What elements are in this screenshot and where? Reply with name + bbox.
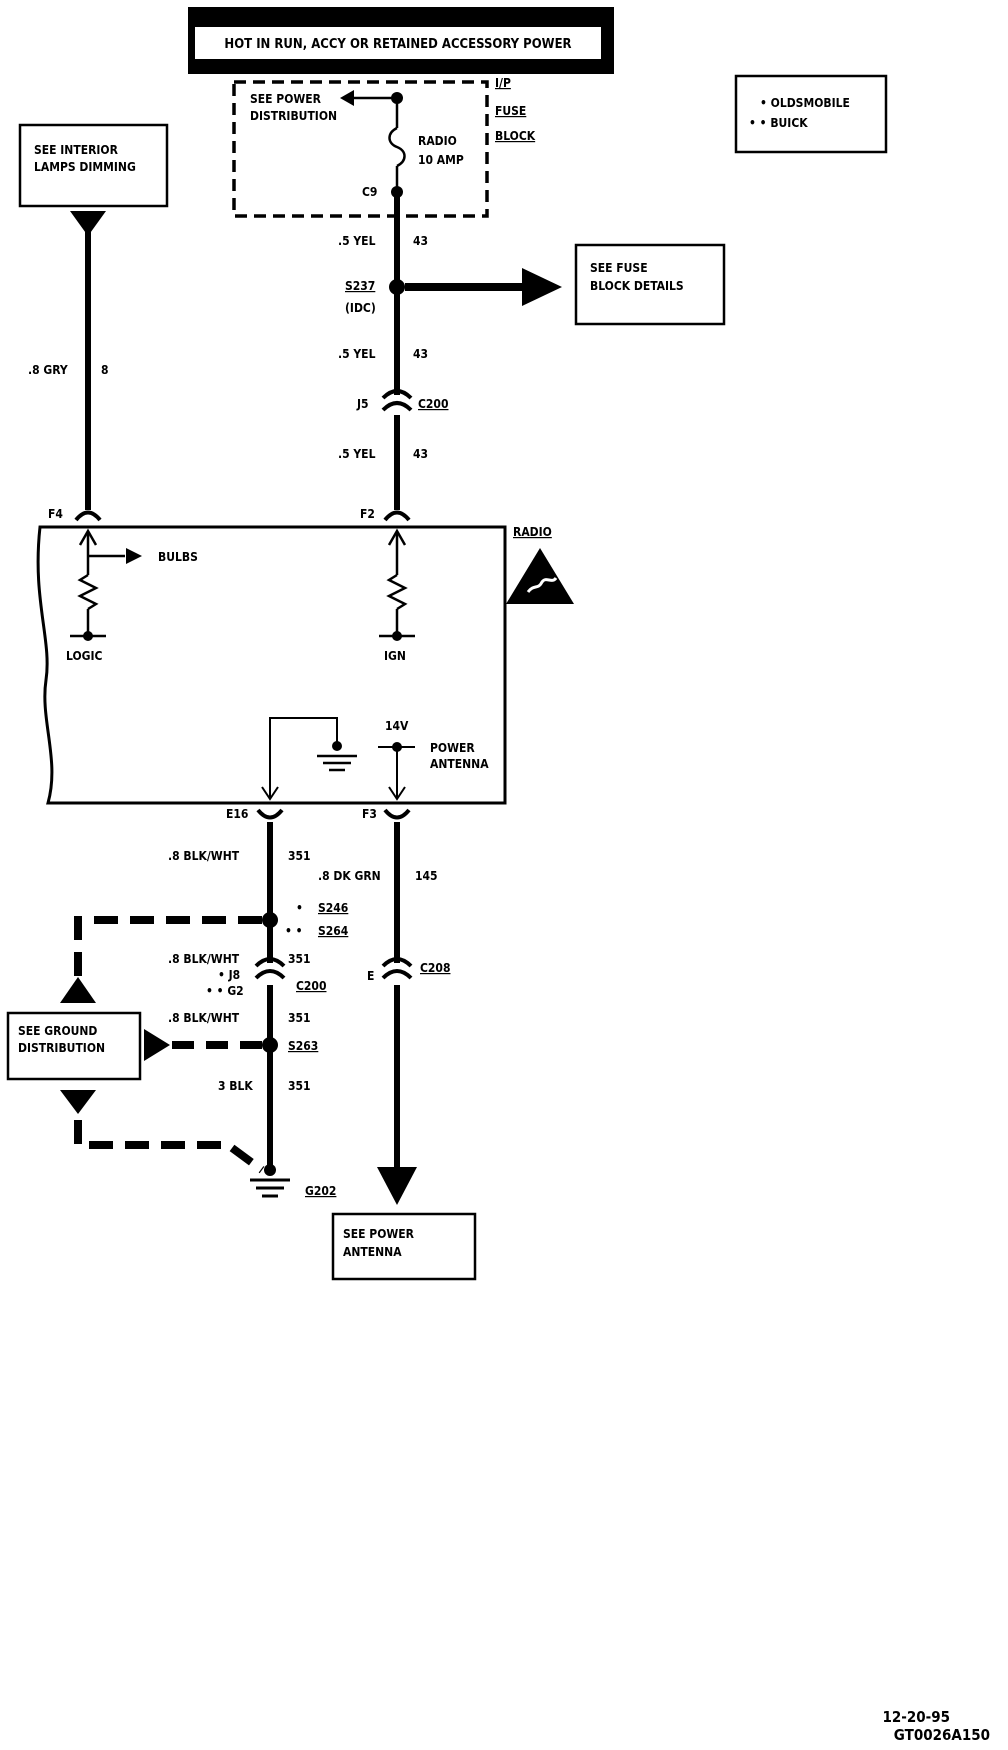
radio-component: RADIO BULBS LOGIC IGN — [36, 525, 574, 805]
interior-2: LAMPS DIMMING — [34, 160, 136, 174]
g202-label: G202 — [305, 1184, 336, 1198]
see-power-distribution-2: DISTRIBUTION — [250, 109, 337, 123]
bulbs-label: BULBS — [158, 550, 198, 564]
footer-code: GT0026A150 — [894, 1726, 990, 1744]
legend-buick: • • BUICK — [749, 116, 808, 130]
c208-pin: E — [367, 969, 374, 983]
blk4-circuit: 351 — [288, 1079, 311, 1093]
antenna-label-1: POWER — [430, 741, 475, 755]
see-power-antenna-box: SEE POWER ANTENNA — [331, 1212, 477, 1281]
s246-prefix: • — [296, 901, 303, 915]
grn-circuit: 145 — [415, 869, 438, 883]
radio-label: RADIO — [513, 525, 552, 539]
v14-label: 14V — [385, 719, 409, 733]
splice-s246-s264 — [262, 912, 278, 928]
connector-f2 — [383, 510, 411, 522]
f3-label: F3 — [362, 807, 377, 821]
connector-c200-top: J5 C200 — [356, 389, 448, 412]
arrow-right-icon — [522, 268, 562, 306]
fuse-block-label-1: I/P — [495, 76, 511, 90]
wire2-color: .5 YEL — [338, 347, 376, 361]
ground-g202-icon — [250, 1164, 290, 1198]
antenna-box-2: ANTENNA — [343, 1245, 402, 1259]
logic-label: LOGIC — [66, 649, 103, 663]
dashed-branch-g202 — [74, 1120, 265, 1174]
connector-f3 — [383, 808, 411, 820]
gry-circuit: 8 — [101, 363, 109, 377]
grn-color: .8 DK GRN — [318, 869, 381, 883]
ign-resistor-icon — [386, 573, 408, 611]
blk4-color: 3 BLK — [218, 1079, 253, 1093]
blk2-circuit: 351 — [288, 952, 311, 966]
arrow-down-ground-icon — [60, 1090, 96, 1114]
antenna-label-2: ANTENNA — [430, 757, 489, 771]
ground-dist-2: DISTRIBUTION — [18, 1041, 105, 1055]
arrow-left-icon — [340, 90, 354, 106]
e16-label: E16 — [226, 807, 248, 821]
c208-label: C208 — [420, 961, 450, 975]
f4-label: F4 — [48, 507, 63, 521]
blk1-color: .8 BLK/WHT — [168, 849, 240, 863]
header-title: HOT IN RUN, ACCY OR RETAINED ACCESSORY P… — [224, 37, 571, 52]
splice-s237 — [389, 279, 405, 295]
s264-label: S264 — [318, 924, 349, 938]
s263-label: S263 — [288, 1039, 318, 1053]
antenna-box-1: SEE POWER — [343, 1227, 415, 1241]
fuse-details-1: SEE FUSE — [590, 261, 648, 275]
c200-pin-j5: J5 — [356, 397, 369, 411]
c200-pin-g2: • • G2 — [206, 984, 244, 998]
s264-prefix: • • — [285, 924, 303, 938]
interior-1: SEE INTERIOR — [34, 143, 119, 157]
see-interior-lamps-box: SEE INTERIOR LAMPS DIMMING — [18, 123, 169, 208]
wire1-color: .5 YEL — [338, 234, 376, 248]
s246-label: S246 — [318, 901, 348, 915]
blk3-color: .8 BLK/WHT — [168, 1011, 240, 1025]
fuse-block-label-3: BLOCK — [495, 129, 536, 143]
legend-oldsmobile: • OLDSMOBILE — [760, 96, 850, 110]
s237-sub: (IDC) — [345, 301, 376, 315]
fuse-name: RADIO — [418, 134, 457, 148]
see-ground-distribution-box: SEE GROUND DISTRIBUTION — [6, 1011, 142, 1081]
wire2-circuit: 43 — [413, 347, 428, 361]
wire3-circuit: 43 — [413, 447, 428, 461]
connector-e16 — [256, 808, 284, 820]
connector-f4 — [74, 510, 102, 522]
footer-date: 12-20-95 — [882, 1708, 950, 1726]
arrow-down-antenna-icon — [377, 1167, 417, 1205]
bulbs-arrow-icon — [126, 548, 142, 564]
connector-c200-low: • J8 • • G2 C200 — [206, 957, 326, 998]
splice-s263 — [262, 1037, 278, 1053]
fuse-icon — [388, 126, 406, 168]
fuse-rating: 10 AMP — [418, 153, 464, 167]
see-fuse-block-details-box: SEE FUSE BLOCK DETAILS — [574, 243, 726, 326]
f2-label: F2 — [360, 507, 375, 521]
c200-top-label: C200 — [418, 397, 448, 411]
arrow-up-icon — [60, 977, 96, 1003]
logic-resistor-icon — [77, 573, 99, 611]
legend-box: • OLDSMOBILE • • BUICK — [734, 74, 888, 154]
header-box: HOT IN RUN, ACCY OR RETAINED ACCESSORY P… — [188, 7, 614, 74]
dashed-branch-s246 — [74, 916, 262, 990]
ign-label: IGN — [384, 649, 406, 663]
wire1-circuit: 43 — [413, 234, 428, 248]
gry-color: .8 GRY — [28, 363, 68, 377]
c200-low-label: C200 — [296, 979, 326, 993]
s237-label: S237 — [345, 279, 375, 293]
fuse-details-2: BLOCK DETAILS — [590, 279, 684, 293]
esd-warning-icon — [506, 548, 574, 604]
blk3-circuit: 351 — [288, 1011, 311, 1025]
c200-pin-j8: • J8 — [218, 968, 240, 982]
arrow-down-icon — [70, 211, 106, 236]
ground-dist-1: SEE GROUND — [18, 1024, 97, 1038]
fuse-block-label-2: FUSE — [495, 104, 526, 118]
blk2-color: .8 BLK/WHT — [168, 952, 240, 966]
fuse-cavity: C9 — [362, 185, 377, 199]
fuse-block: I/P FUSE BLOCK SEE POWER DISTRIBUTION RA… — [232, 76, 536, 218]
arrow-left-ground-icon — [144, 1029, 170, 1061]
connector-c208: E C208 — [367, 957, 450, 983]
blk1-circuit: 351 — [288, 849, 311, 863]
wire3-color: .5 YEL — [338, 447, 376, 461]
see-power-distribution-1: SEE POWER — [250, 92, 322, 106]
